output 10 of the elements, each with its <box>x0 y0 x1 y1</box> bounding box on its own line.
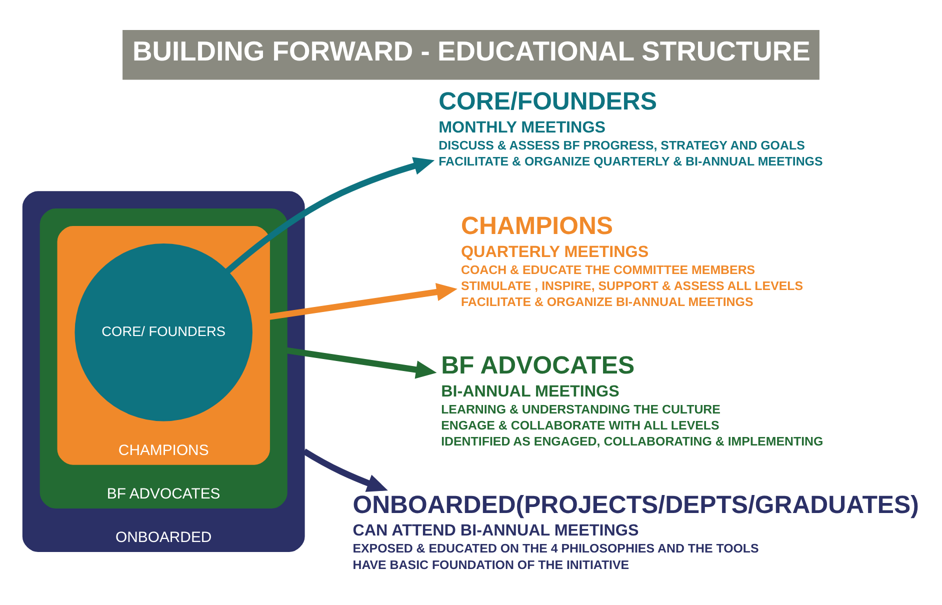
node-text: ONBOARDED(PROJECTS/DEPTS/GRADUATES) CAN ATTEND BI-ANNUAL MEETINGS EXPOSED & EDUCATED ON THE 4 PHILOSOPHIES AND THE TOOLS HAVE BASIC FOUNDATION OF THE INITIATIVE <box>352 490 919 572</box>
node-text: BF ADVOCATES BI-ANNUAL MEETINGS LEARNING & UNDERSTANDING THE CULTURE ENGAGE & COLLABORATE WITH ALL LEVELS IDENTIFIED AS ENGAGED, COLLABORATING & IMPLEMENTING <box>441 351 824 449</box>
node-circle: CORE/ FOUNDERS <box>74 243 252 422</box>
arrow <box>268 282 458 320</box>
node-text: CORE/FOUNDERS MONTHLY MEETINGS DISCUSS & ASSESS BF PROGRESS, STRATEGY AND GOALS FACILITATE & ORGANIZE QUARTERLY & BI-ANNUAL MEETINGS <box>438 88 823 169</box>
diagram-title: BUILDING FORWARD - EDUCATIONAL STRUCTURE <box>132 36 810 67</box>
node-text: CHAMPIONS QUARTERLY MEETINGS COACH & EDUCATE THE COMMITTEE MEMBERS STIMULATE , INSPIRE, SUPPORT & ASSESS ALL LEVELS FACILITATE & ORGANIZE BI-ANNUAL MEETINGS <box>460 212 804 310</box>
arrow <box>302 448 388 492</box>
arrow <box>226 157 435 274</box>
arrow <box>286 347 437 379</box>
